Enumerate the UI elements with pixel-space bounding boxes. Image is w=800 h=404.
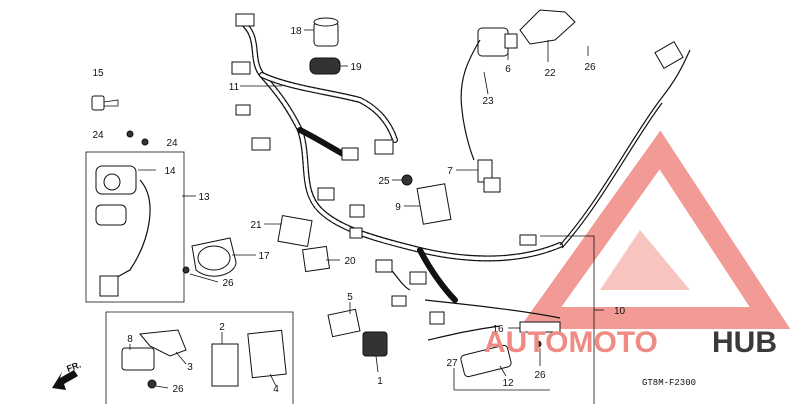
watermark-logo	[518, 130, 791, 329]
callout-20: 20	[344, 256, 356, 267]
watermark-text-red: AUTOMOTO	[484, 326, 658, 359]
part-ignition-switch	[85, 151, 185, 303]
callout-18: 18	[290, 26, 302, 37]
callout-3: 3	[187, 362, 193, 373]
part-holder	[362, 331, 388, 357]
part-boot	[309, 57, 341, 75]
callout-24a: 24	[92, 130, 104, 141]
part-flasher	[327, 308, 361, 338]
diagram-code: GT8M-F2300	[642, 378, 696, 388]
callout-1: 1	[377, 376, 383, 387]
callout-26d: 26	[534, 370, 546, 381]
watermark-text-dark: HUB	[712, 326, 777, 359]
parts-group-box	[105, 311, 294, 404]
part-screws	[126, 130, 149, 146]
callout-numbers: 1 2 3 4 5 6 7 8 9 10 11 12 13 14 15 16 1…	[92, 26, 625, 395]
callout-24b: 24	[166, 138, 178, 149]
part-resistor-8	[121, 347, 157, 389]
callout-16: 16	[492, 324, 504, 335]
part-wire-27	[427, 325, 501, 341]
part-regulator	[416, 183, 452, 225]
callout-15: 15	[92, 68, 104, 79]
part-fuse-holder	[519, 321, 561, 348]
callout-13: 13	[198, 192, 210, 203]
part-cdi-4	[247, 329, 287, 379]
part-relay-21	[277, 215, 313, 247]
leader-lines	[129, 29, 604, 391]
part-cap	[313, 17, 339, 47]
part-plug-cap	[477, 159, 501, 193]
part-horn	[182, 237, 237, 277]
callout-27: 27	[446, 358, 458, 369]
part-ignition-coil	[460, 27, 518, 161]
front-direction-arrow: FR.	[52, 360, 82, 390]
callout-17: 17	[258, 251, 270, 262]
part-coil-bracket	[519, 9, 576, 45]
part-fuse-box-12	[460, 344, 512, 378]
callout-14: 14	[164, 166, 176, 177]
callout-6: 6	[505, 64, 511, 75]
callout-2: 2	[219, 322, 225, 333]
callout-23: 23	[482, 96, 494, 107]
callout-4: 4	[273, 384, 279, 395]
part-key	[91, 95, 119, 111]
callout-8: 8	[127, 334, 133, 345]
callout-26a: 26	[584, 62, 596, 73]
callout-9: 9	[395, 202, 401, 213]
callout-19: 19	[350, 62, 362, 73]
part-cdi-2	[211, 343, 239, 387]
callout-12: 12	[502, 378, 514, 389]
callout-25: 25	[378, 176, 390, 187]
parts-group-box-10	[540, 235, 595, 404]
callout-5: 5	[347, 292, 353, 303]
callout-26b: 26	[222, 278, 234, 289]
callout-10: 10	[614, 306, 626, 317]
part-nut	[401, 174, 413, 186]
callout-7: 7	[447, 166, 453, 177]
part-front-connector	[654, 41, 684, 69]
direction-label: FR.	[65, 360, 82, 374]
callout-21: 21	[250, 220, 262, 231]
part-relay-20	[302, 245, 330, 273]
callout-26c: 26	[172, 384, 184, 395]
harness-connectors	[231, 13, 537, 325]
callout-22: 22	[544, 68, 556, 79]
watermark-text: AUTOMOTO HUB	[484, 326, 777, 359]
part-bracket-3	[139, 329, 187, 357]
callout-11: 11	[229, 82, 240, 93]
